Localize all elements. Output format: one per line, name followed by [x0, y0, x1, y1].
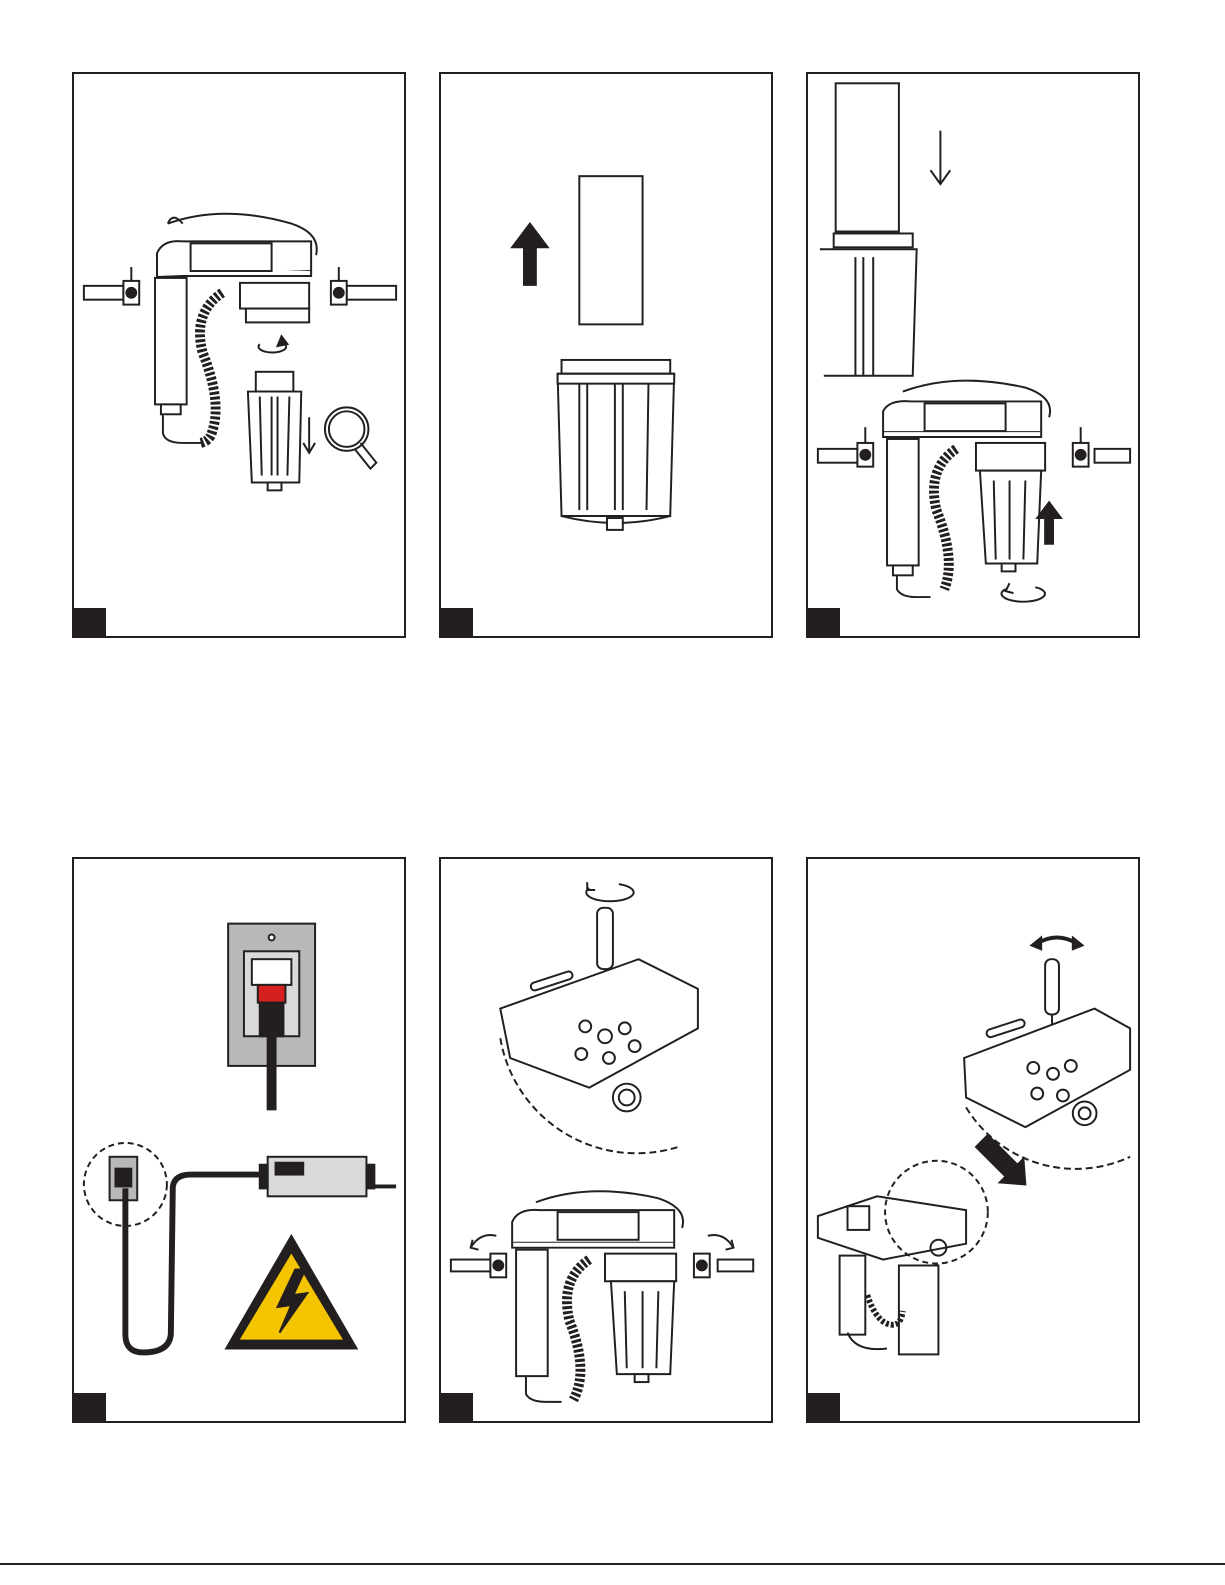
step-badge	[72, 1393, 106, 1423]
step-panel-6	[806, 857, 1140, 1423]
step-panel-3	[806, 72, 1140, 638]
step-badge	[806, 608, 840, 638]
step-panel-2	[439, 72, 773, 638]
step-panel-1	[72, 72, 406, 638]
footer-rule	[0, 1563, 1225, 1565]
up-arrow-icon	[1037, 502, 1061, 543]
illustration-unscrew-housing	[74, 74, 404, 636]
tilt-arrow-icon	[1031, 937, 1082, 949]
up-arrow-icon	[512, 224, 548, 285]
step-badge	[72, 608, 106, 638]
step-badge	[439, 608, 473, 638]
step-badge	[439, 1393, 473, 1423]
filter-wrench-icon	[325, 407, 376, 468]
illustration-power-connection	[74, 859, 404, 1421]
electrical-hazard-icon	[226, 1236, 356, 1349]
illustration-reinstall-cartridge	[808, 74, 1138, 636]
illustration-mount-bracket	[808, 859, 1138, 1421]
illustration-remove-cartridge	[441, 74, 771, 636]
illustration-screwdriver-bracket	[441, 859, 771, 1421]
step-panel-4	[72, 857, 406, 1423]
rotate-arrow-icon	[586, 884, 633, 901]
rotate-arrow-icon	[1002, 587, 1045, 601]
step-badge	[806, 1393, 840, 1423]
diagonal-arrow-icon	[976, 1135, 1025, 1184]
step-panel-5	[439, 857, 773, 1423]
